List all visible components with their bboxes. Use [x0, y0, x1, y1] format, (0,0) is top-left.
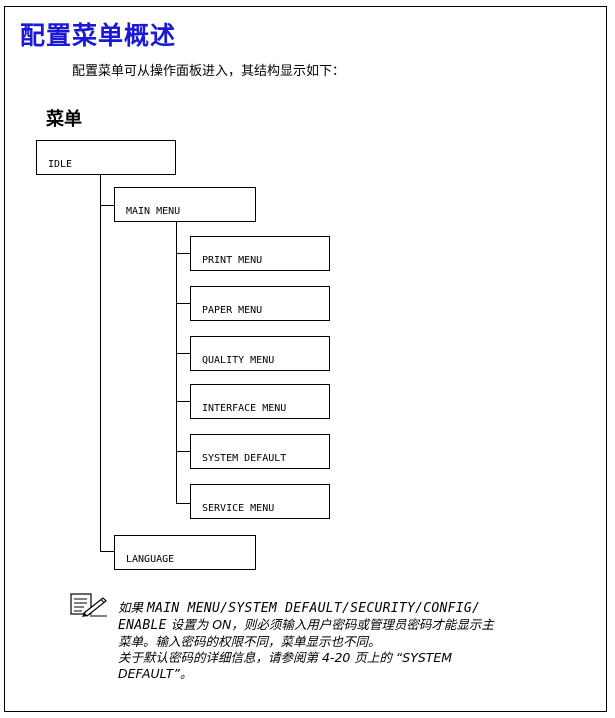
connector-main-menu: [100, 205, 114, 206]
note-line-4: 关于默认密码的详细信息，请参阅第 4-20 页上的 “SYSTEM: [118, 650, 453, 665]
intro-text: 配置菜单可从操作面板进入，其结构显示如下：: [72, 64, 346, 79]
menu-box-print-menu: PRINT MENU: [190, 236, 330, 271]
note-line-2: ENABLE 设置为 ON，则必须输入用户密码或管理员密码才能显示主: [118, 617, 588, 634]
note-line-2-path: ENABLE: [118, 618, 167, 633]
menu-box-language-label: LANGUAGE: [126, 554, 175, 565]
connector-system-default: [176, 451, 190, 452]
menu-box-print-menu-label: PRINT MENU: [202, 255, 263, 266]
menu-box-interface-menu: INTERFACE MENU: [190, 384, 330, 419]
menu-box-main-menu-label: MAIN MENU: [126, 206, 181, 217]
note-line-3: 菜单。输入密码的权限不同，菜单显示也不同。: [118, 634, 381, 649]
connector-interface-menu: [176, 401, 190, 402]
menu-box-language: LANGUAGE: [114, 535, 256, 570]
menu-box-system-default-label: SYSTEM DEFAULT: [202, 453, 287, 464]
connector-main-vertical: [176, 221, 177, 503]
connector-service-menu: [176, 503, 190, 504]
menu-box-paper-menu-label: PAPER MENU: [202, 305, 263, 316]
note-icon: [70, 593, 107, 617]
note-line-5: DEFAULT”。: [118, 666, 193, 681]
menu-box-idle-label: IDLE: [48, 159, 73, 170]
note-line-1-path: MAIN MENU/SYSTEM DEFAULT/SECURITY/CONFIG…: [146, 601, 481, 616]
menu-box-quality-menu-label: QUALITY MENU: [202, 355, 275, 366]
connector-idle-vertical: [100, 175, 101, 551]
menu-box-paper-menu: PAPER MENU: [190, 286, 330, 321]
connector-print-menu: [176, 253, 190, 254]
menu-box-service-menu: SERVICE MENU: [190, 484, 330, 519]
note-line-1: 如果 MAIN MENU/SYSTEM DEFAULT/SECURITY/CON…: [118, 600, 588, 617]
menu-box-idle: IDLE: [36, 140, 176, 175]
menu-box-system-default: SYSTEM DEFAULT: [190, 434, 330, 469]
page-frame: [4, 6, 607, 712]
page-title: 配置菜单概述: [20, 21, 177, 50]
menu-box-service-menu-label: SERVICE MENU: [202, 503, 275, 514]
connector-language: [100, 551, 114, 552]
note-line-2-text: 设置为 ON，则必须输入用户密码或管理员密码才能显示主: [166, 617, 494, 632]
note-line-1-prefix: 如果: [118, 600, 147, 615]
menu-box-interface-menu-label: INTERFACE MENU: [202, 403, 287, 414]
connector-quality-menu: [176, 353, 190, 354]
menu-heading: 菜单: [46, 109, 82, 130]
menu-box-main-menu: MAIN MENU: [114, 187, 256, 222]
menu-box-quality-menu: QUALITY MENU: [190, 336, 330, 371]
note-text: 如果 MAIN MENU/SYSTEM DEFAULT/SECURITY/CON…: [118, 600, 588, 682]
connector-paper-menu: [176, 303, 190, 304]
